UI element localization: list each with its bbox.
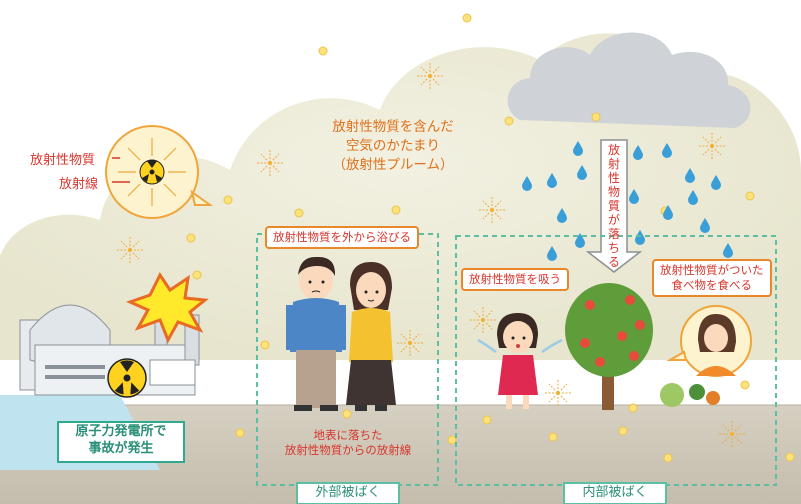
ground-label-line1: 地表に落ちた (313, 428, 383, 442)
ground-label-line2: 放射性物質からの放射線 (284, 443, 412, 457)
woman-figure (346, 262, 396, 411)
rain-cloud (507, 32, 751, 128)
internal-exposure-tag: 内部被ばく (563, 482, 667, 504)
down-arrow-icon (585, 139, 643, 273)
plant-label-line1: 原子力発電所で (75, 424, 167, 439)
radiation-symbol-icon (107, 358, 147, 398)
legend-material-label: 放射性物質 (30, 153, 96, 168)
plant-accident-label: 原子力発電所で 事故が発生 (57, 421, 185, 463)
legend-radiation-label: 放射線 (59, 177, 99, 192)
vegetables (660, 383, 720, 407)
falling-label: 放射性物質が落ちる (607, 143, 620, 269)
eat-callout-line2: 食べ物を食べる (671, 278, 753, 292)
plume-label-line2: 空気のかたまり (345, 138, 441, 154)
eat-callout: 放射性物質がついた 食べ物を食べる (652, 259, 772, 297)
plume-label: 放射性物質を含んだ 空気のかたまり （放射性プルーム） (318, 118, 468, 175)
explosion-icon (125, 272, 209, 344)
legend-bubble (105, 125, 214, 219)
man-figure (286, 256, 346, 411)
plume-label-line1: 放射性物質を含んだ (332, 119, 454, 135)
breathe-callout: 放射性物質を吸う (461, 268, 569, 291)
plant-label-line2: 事故が発生 (88, 441, 154, 456)
girl-figure (477, 313, 563, 409)
apple-tree (565, 283, 653, 410)
plume-label-line3: （放射性プルーム） (332, 157, 454, 173)
ground-radiation-label: 地表に落ちた 放射性物質からの放射線 (262, 428, 434, 458)
external-callout: 放射性物質を外から浴びる (265, 226, 419, 249)
external-exposure-tag: 外部被ばく (296, 482, 400, 504)
eating-bubble (666, 305, 752, 377)
eat-callout-line1: 放射性物質がついた (660, 263, 764, 277)
